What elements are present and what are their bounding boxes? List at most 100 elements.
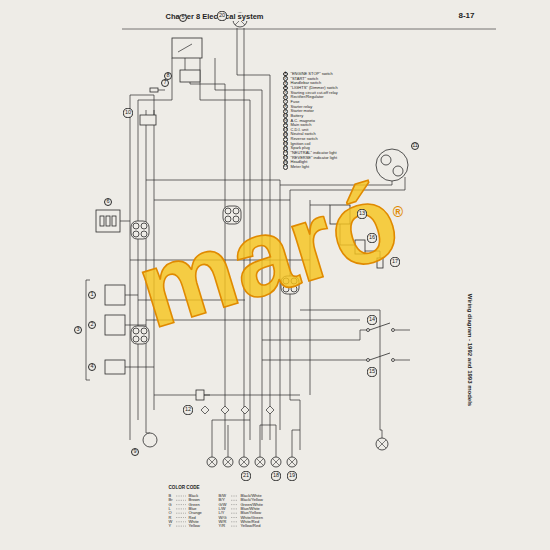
key-item: Main switch [290,123,312,127]
bulb-symbol [223,457,233,467]
bulb-filament [241,459,248,466]
wire [130,95,154,96]
callout-text: 21 [284,165,288,168]
wire [260,425,261,457]
callout-text: 19 [289,473,295,479]
callout-number: 13 [357,209,366,218]
callout-number: 15 [367,367,376,376]
dot-leader [231,521,237,522]
battery-symbol [140,115,156,125]
coupler [241,406,249,414]
connector-pin [141,328,147,334]
wire [212,420,250,421]
callout-number: 10 [123,108,132,117]
wire [292,430,300,431]
key-item: Battery [290,114,304,118]
connector-pin [141,336,147,342]
callout-number: 21 [241,471,250,480]
rectifier-terminal [100,216,104,226]
callout-text: 4 [90,364,93,370]
dot-leader [231,513,237,514]
bulb-filament [273,459,280,466]
callout-text: 6 [285,96,287,99]
wire [212,420,213,457]
dot-leader [176,504,186,505]
wire [262,330,368,340]
key-item: C.D.I. unit [290,128,309,132]
dot-leader [176,526,186,527]
callout-text: 9 [133,449,136,455]
callout-number: 5 [179,14,188,23]
switch-box [105,285,125,305]
wire [228,425,229,457]
main-switch [196,390,204,400]
bulb-symbol [255,457,265,467]
wire [185,58,186,70]
callout-text: 13 [359,211,365,217]
wire [262,360,368,361]
callout-text: 1 [90,292,93,298]
dot-leader [176,500,186,501]
switch-box [105,360,125,374]
callout-number: 18 [271,471,280,480]
connector-pin [141,223,147,229]
key-item: Meter light [290,165,310,169]
callout-text: 5 [181,15,184,21]
key-item: "NEUTRAL" indicator light [290,151,337,155]
wire [138,58,172,100]
wire [395,330,410,331]
wire [276,430,277,457]
dot-leader [176,513,186,514]
callout-number: 12 [183,405,192,414]
wiring-diagram [86,13,496,526]
key-item: A.C. magneto [290,119,315,123]
key-item: Spark plug [290,146,310,150]
bulb-symbol [287,457,297,467]
relay-box [172,38,202,58]
wire [130,95,131,440]
bulb-filament [209,459,216,466]
dot-leader [231,508,237,509]
dot-leader [176,517,186,518]
callout-text: 8 [166,73,169,79]
callout-text: 17 [392,259,398,265]
figure-caption: Wiring diagram - 1992 and 1993 models [467,293,473,406]
bulb-filament [257,459,264,466]
bulb-filament [289,459,296,466]
dot-leader [176,521,186,522]
wire [300,310,380,430]
callout-text: 21 [243,473,249,479]
callout-text: 14 [369,317,375,323]
bulb-symbol [239,457,249,467]
key-item: Starter motor [290,109,314,113]
dot-leader [176,508,186,509]
callout-text: 16 [369,235,375,241]
magneto-coil [381,155,391,165]
bulb-filament [289,459,296,466]
callout-text: 11 [412,143,418,149]
switch-contact [367,329,370,332]
callout-number: 20 [217,11,226,20]
coupler [221,406,229,414]
rectifier-box [96,210,120,232]
key-item: Handlebar switch [290,81,322,85]
magneto-coil [393,166,403,176]
starter-motor [143,433,157,447]
page-number: 8-17 [458,12,475,20]
wire [380,430,382,438]
callout-number: 4 [88,363,97,372]
callout-text: 15 [369,369,375,375]
callout-text: 3 [285,82,287,85]
switch-contact [367,359,370,362]
callout-text: 7 [285,100,287,103]
connector-body [131,326,149,344]
header-rule [122,29,496,30]
bulb-filament [273,459,280,466]
bulb-symbol [207,457,217,467]
callout-text: 19 [284,156,288,159]
bulb-filament [378,440,386,448]
callout-text: 5 [285,91,287,94]
dot-leader [231,526,237,527]
dot-leader [176,496,186,497]
